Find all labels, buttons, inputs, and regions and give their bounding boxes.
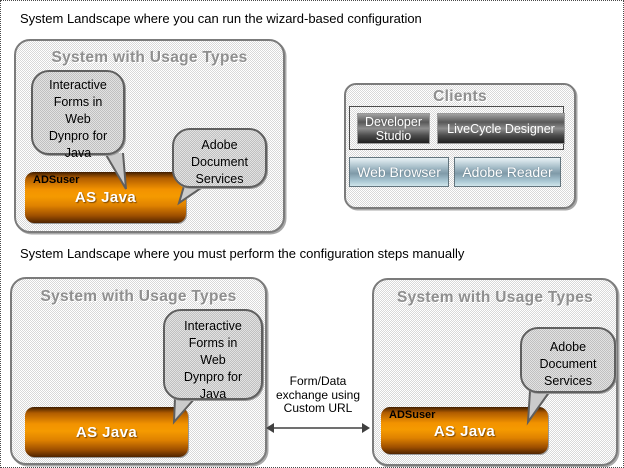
manual-left-as-java-bar: AS Java: [25, 407, 188, 457]
as-java-label: AS Java: [75, 424, 138, 441]
livecycle-designer-box: LiveCycle Designer: [437, 113, 565, 144]
manual-right-heading: System with Usage Types: [396, 289, 594, 306]
web-browser-box: Web Browser: [349, 157, 449, 187]
as-java-label: AS Java: [433, 423, 496, 440]
adobe-document-services-bubble: Adobe Document Services: [172, 128, 267, 188]
wizard-landscape-title: System Landscape where you can run the w…: [20, 11, 422, 26]
developer-studio-box: Developer Studio: [357, 113, 430, 144]
manual-left-system-panel: System with Usage Types AS Java Interact…: [10, 277, 267, 465]
manual-right-as-java-bar: ADSuser AS Java: [381, 407, 548, 454]
ads-user-label: ADSuser: [33, 174, 80, 186]
as-java-label: AS Java: [74, 189, 137, 206]
design-tools-group: Developer Studio LiveCycle Designer: [349, 106, 565, 150]
manual-left-heading: System with Usage Types: [40, 288, 237, 305]
interactive-forms-bubble: Interactive Forms in Web Dynpro for Java: [163, 309, 263, 401]
wizard-system-heading: System with Usage Types: [51, 49, 248, 66]
double-arrow-icon: [266, 423, 370, 433]
adobe-document-services-bubble: Adobe Document Services: [520, 327, 616, 393]
wizard-system-panel: System with Usage Types ADSuser AS Java …: [14, 39, 285, 233]
connector-label: Form/Data exchange using Custom URL: [275, 374, 361, 415]
manual-right-system-panel: System with Usage Types ADSuser AS Java …: [372, 278, 618, 466]
wizard-as-java-bar: ADSuser AS Java: [25, 172, 186, 223]
adobe-reader-box: Adobe Reader: [454, 157, 561, 187]
ads-user-label: ADSuser: [389, 409, 436, 421]
clients-heading: Clients: [433, 88, 487, 105]
interactive-forms-bubble: Interactive Forms in Web Dynpro for Java: [31, 70, 125, 160]
manual-landscape-title: System Landscape where you must perform …: [20, 246, 465, 261]
clients-panel: Clients Developer Studio LiveCycle Desig…: [344, 83, 576, 209]
